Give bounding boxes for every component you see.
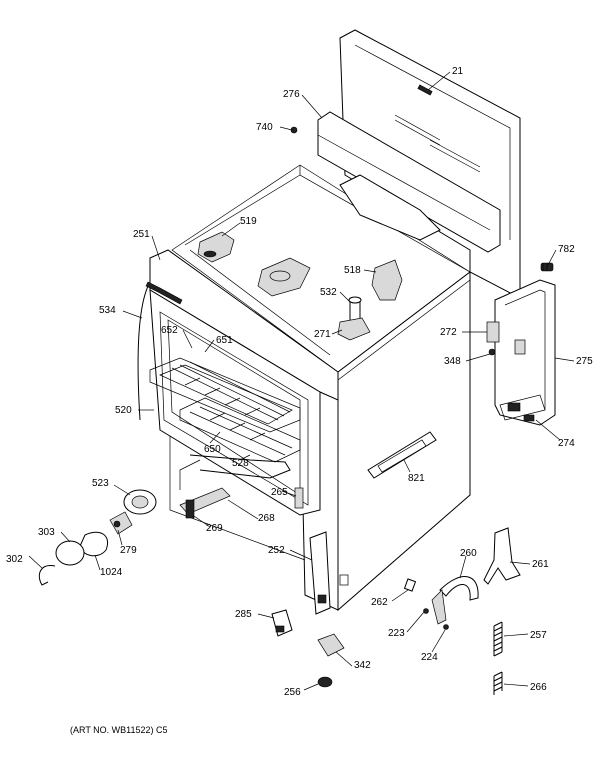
- callout-523: 523: [92, 478, 109, 489]
- callout-782: 782: [558, 244, 575, 255]
- callout-1024: 1024: [100, 567, 123, 578]
- callout-302: 302: [6, 554, 23, 565]
- art-number: (ART NO. WB11522) C5: [70, 725, 168, 735]
- callout-268: 268: [258, 513, 275, 524]
- callout-252: 252: [268, 545, 285, 556]
- callout-223: 223: [388, 628, 405, 639]
- callout-257: 257: [530, 630, 547, 641]
- callout-224: 224: [421, 652, 438, 663]
- callout-265: 265: [271, 487, 288, 498]
- callout-285: 285: [235, 609, 252, 620]
- callout-251: 251: [133, 229, 150, 240]
- callout-532: 532: [320, 287, 337, 298]
- knob-parts: [38, 489, 157, 586]
- callout-652: 652: [161, 325, 178, 336]
- callout-279: 279: [120, 545, 137, 556]
- callout-348: 348: [444, 356, 461, 367]
- callout-342: 342: [354, 660, 371, 671]
- callout-518: 518: [344, 265, 361, 276]
- callout-261: 261: [532, 559, 549, 570]
- callout-303: 303: [38, 527, 55, 538]
- callout-276: 276: [283, 89, 300, 100]
- callout-269: 269: [206, 523, 223, 534]
- door-gasket: [137, 281, 151, 421]
- callout-274: 274: [558, 438, 575, 449]
- callout-256: 256: [284, 687, 301, 698]
- callout-534: 534: [99, 305, 116, 316]
- oven-racks: [149, 357, 301, 479]
- callout-21: 21: [452, 66, 464, 77]
- callout-651: 651: [216, 335, 233, 346]
- callout-272: 272: [440, 327, 457, 338]
- callout-271: 271: [314, 329, 331, 340]
- small-hardware: [271, 578, 503, 695]
- gasket-clip: [145, 281, 183, 305]
- callout-528: 528: [232, 458, 249, 469]
- callout-266: 266: [530, 682, 547, 693]
- callout-821: 821: [408, 473, 425, 484]
- leader-lines: [28, 71, 575, 691]
- hinge-parts: [431, 527, 521, 625]
- callout-650: 650: [204, 444, 221, 455]
- terminal-bracket: [486, 279, 556, 426]
- front-leg: [309, 531, 331, 615]
- top-cover-plate: [317, 111, 501, 253]
- callout-740: 740: [256, 122, 273, 133]
- callout-260: 260: [460, 548, 477, 559]
- callout-519: 519: [240, 216, 257, 227]
- callout-275: 275: [576, 356, 593, 367]
- callout-262: 262: [371, 597, 388, 608]
- fastener-782: [540, 262, 554, 272]
- interior-parts: [179, 126, 403, 519]
- callout-520: 520: [115, 405, 132, 416]
- callout-labels: 21 276 740 519 251 782 518 532 534 652 6…: [6, 66, 593, 698]
